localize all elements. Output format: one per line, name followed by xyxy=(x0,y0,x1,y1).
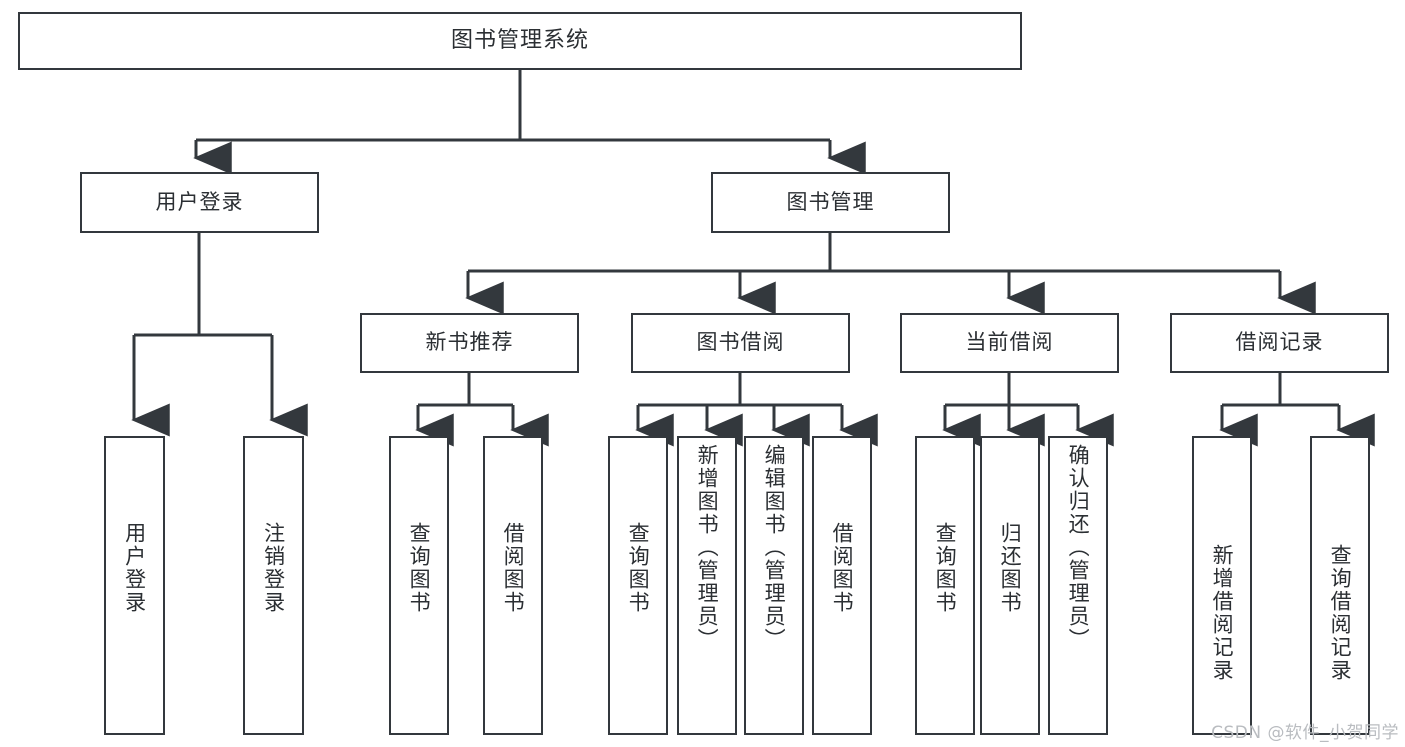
leaf-label: 注销登录 xyxy=(261,522,286,614)
node-new-book-recommend[interactable]: 新书推荐 xyxy=(360,313,579,373)
leaf-new-book-query[interactable]: 查询图书 xyxy=(389,436,449,735)
leaf-record-add[interactable]: 新增借阅记录 xyxy=(1192,436,1252,735)
leaf-user-login-logout[interactable]: 注销登录 xyxy=(243,436,304,735)
leaf-borrow-edit-book[interactable]: 编辑图书（管理员） xyxy=(744,436,804,735)
leaf-label: 编辑图书（管理员） xyxy=(762,444,787,651)
leaf-label: 新增图书（管理员） xyxy=(695,444,720,651)
leaf-label: 查询借阅记录 xyxy=(1328,544,1353,682)
leaf-new-book-borrow[interactable]: 借阅图书 xyxy=(483,436,543,735)
node-current-borrow[interactable]: 当前借阅 xyxy=(900,313,1119,373)
node-book-management[interactable]: 图书管理 xyxy=(711,172,950,233)
leaf-label: 新增借阅记录 xyxy=(1210,544,1235,682)
leaf-label: 借阅图书 xyxy=(501,522,526,614)
node-book-borrow[interactable]: 图书借阅 xyxy=(631,313,850,373)
leaf-borrow-add-book[interactable]: 新增图书（管理员） xyxy=(677,436,737,735)
leaf-borrow-query-book[interactable]: 查询图书 xyxy=(608,436,668,735)
leaf-label: 查询图书 xyxy=(407,522,432,614)
leaf-label: 确认归还（管理员） xyxy=(1066,444,1091,651)
leaf-label: 用户登录 xyxy=(122,522,147,614)
node-root[interactable]: 图书管理系统 xyxy=(18,12,1022,70)
node-user-login[interactable]: 用户登录 xyxy=(80,172,319,233)
leaf-user-login-signin[interactable]: 用户登录 xyxy=(104,436,165,735)
leaf-label: 借阅图书 xyxy=(830,522,855,614)
leaf-current-query-book[interactable]: 查询图书 xyxy=(915,436,975,735)
node-borrow-record[interactable]: 借阅记录 xyxy=(1170,313,1389,373)
leaf-current-confirm-return[interactable]: 确认归还（管理员） xyxy=(1048,436,1108,735)
leaf-label: 查询图书 xyxy=(626,522,651,614)
leaf-label: 归还图书 xyxy=(998,522,1023,614)
leaf-record-query[interactable]: 查询借阅记录 xyxy=(1310,436,1370,735)
leaf-current-return-book[interactable]: 归还图书 xyxy=(980,436,1040,735)
leaf-borrow-borrow-book[interactable]: 借阅图书 xyxy=(812,436,872,735)
csdn-watermark: CSDN @软件_小贺同学 xyxy=(1211,723,1399,743)
leaf-label: 查询图书 xyxy=(933,522,958,614)
